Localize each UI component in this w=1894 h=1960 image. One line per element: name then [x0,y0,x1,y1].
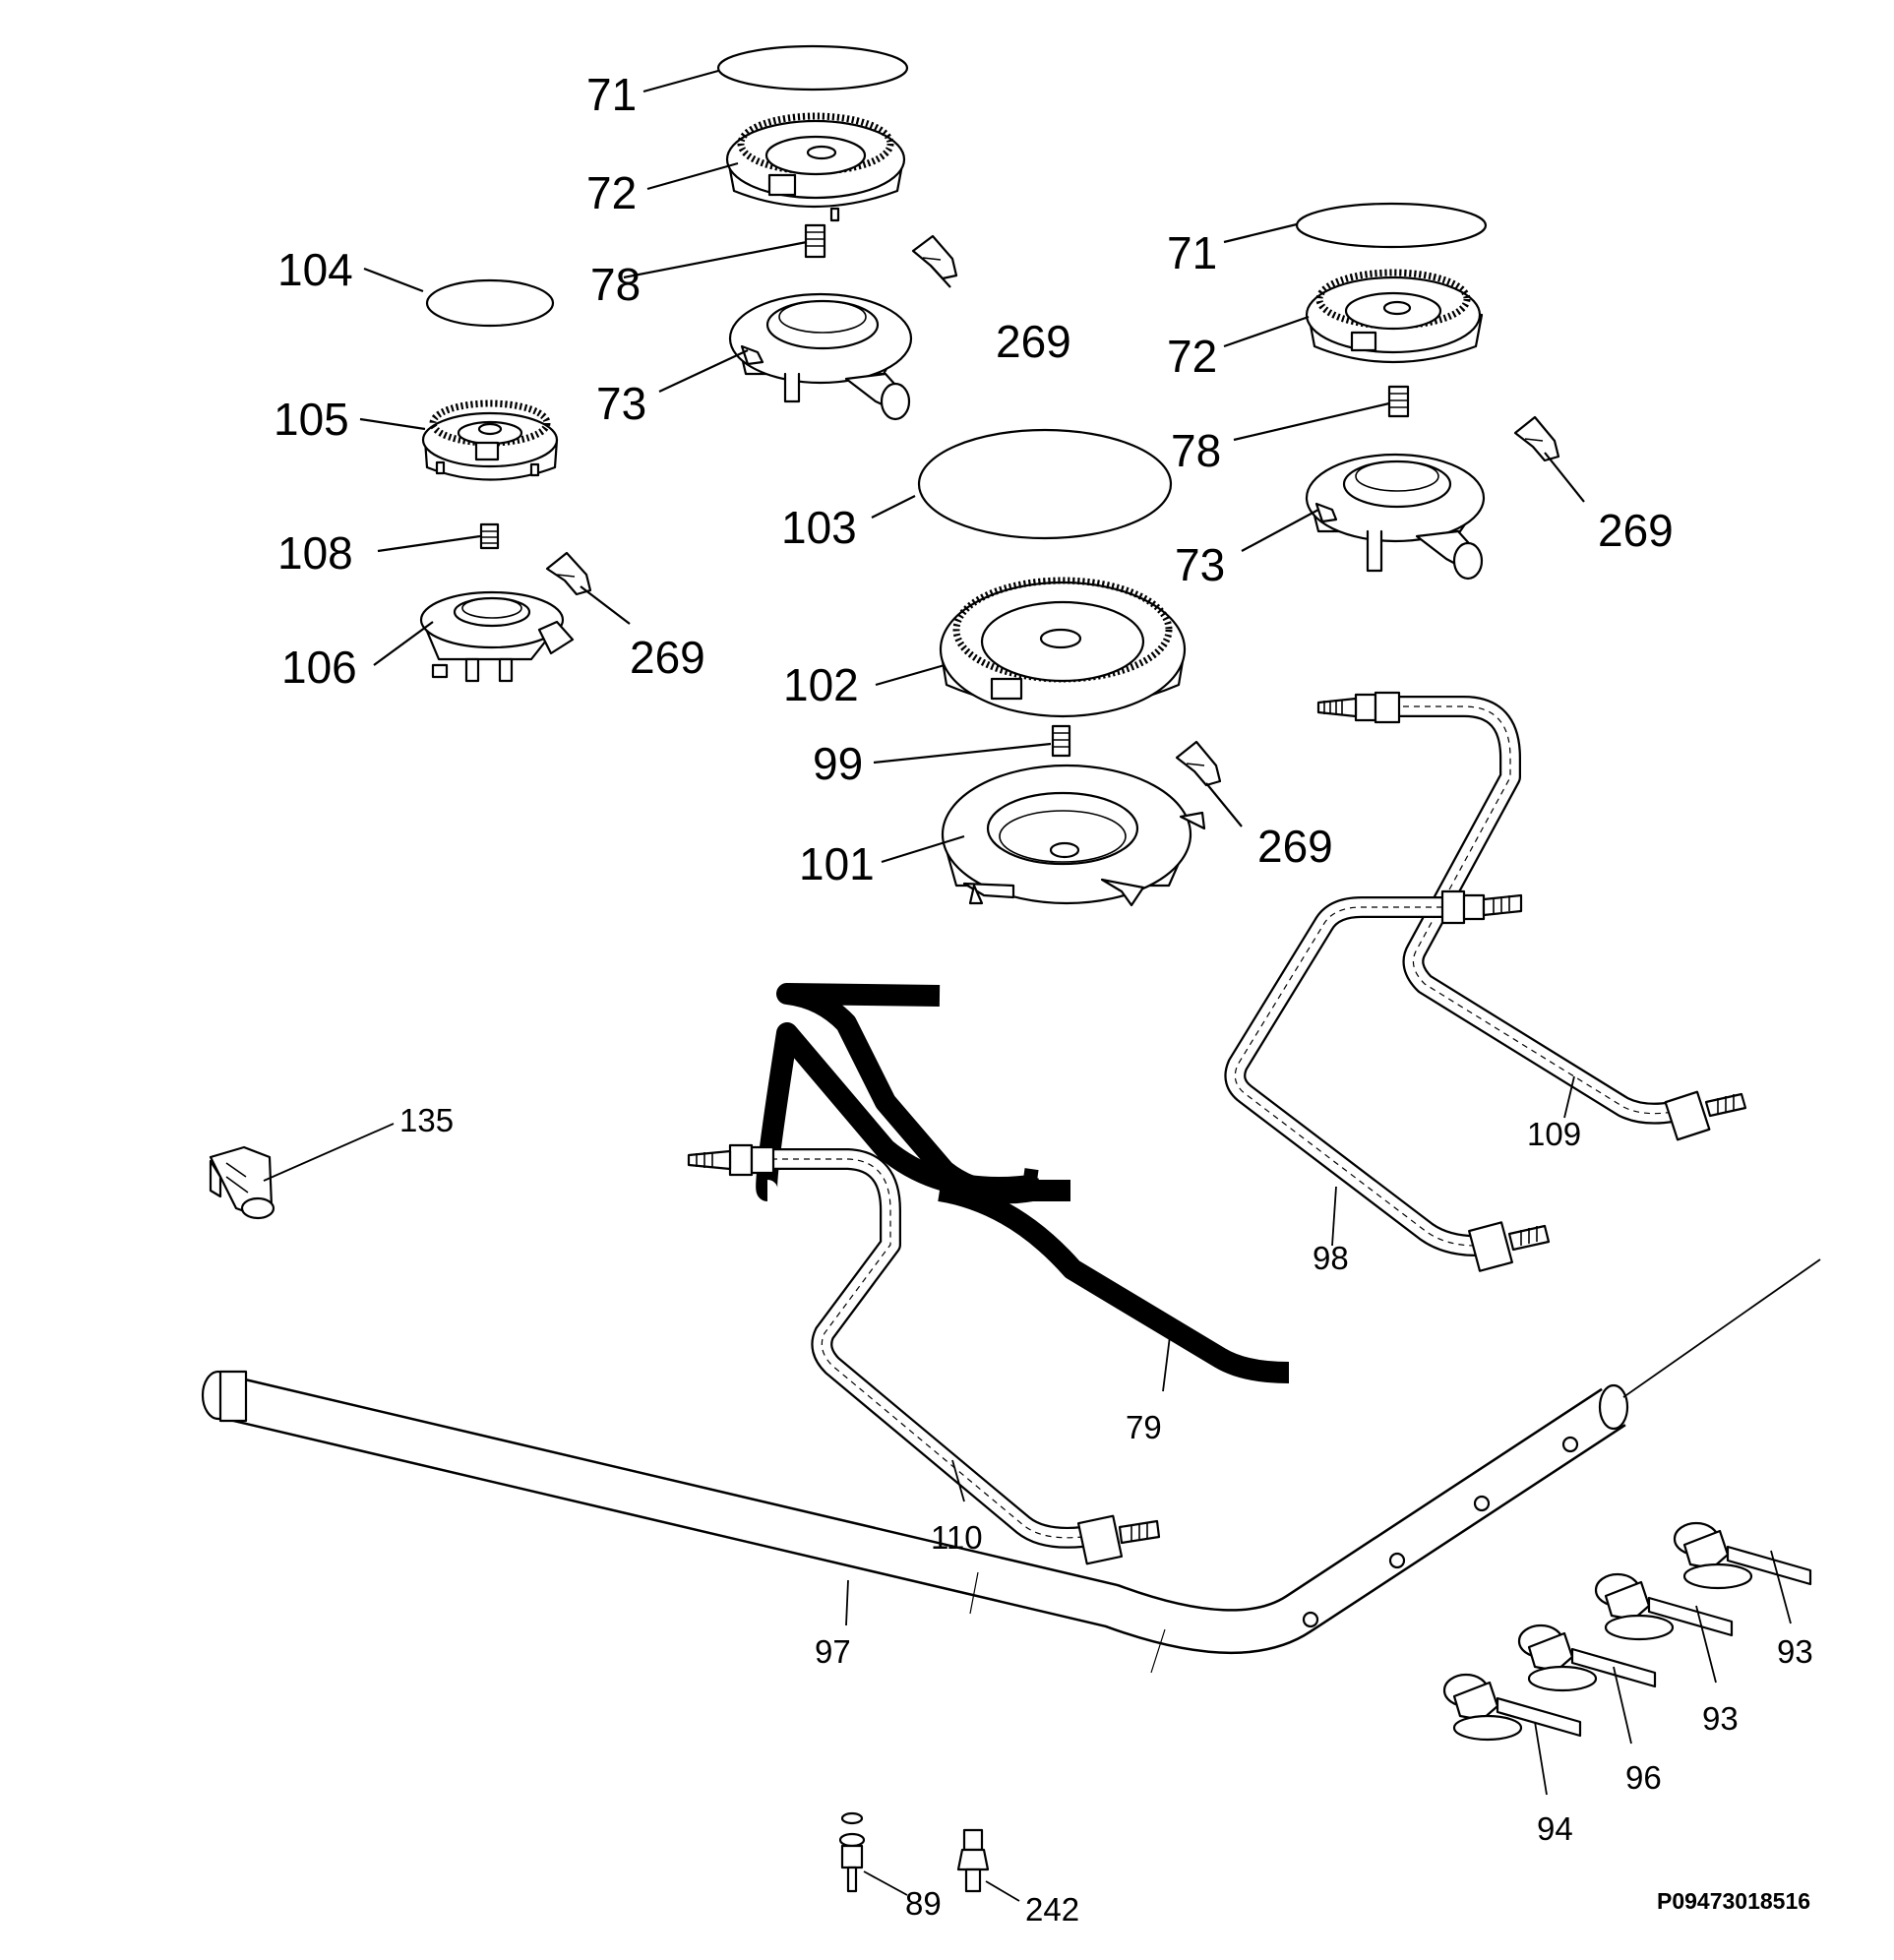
label-269-c: 269 [630,632,705,683]
label-106: 106 [281,642,357,693]
label-93-b: 93 [1702,1700,1739,1737]
burner-base-73-left [728,292,913,421]
label-269-b: 269 [1598,505,1674,556]
label-71-right: 71 [1167,227,1217,278]
injector-78-left [804,223,826,259]
label-79: 79 [1126,1409,1162,1445]
label-72-right: 72 [1167,331,1217,382]
label-73-right: 73 [1175,539,1225,590]
label-105: 105 [274,394,349,445]
clip-269-a [911,234,958,280]
label-269-a: 269 [996,316,1071,367]
gas-rail-97 [201,1258,1821,1674]
label-242: 242 [1025,1891,1079,1928]
label-71-left: 71 [586,69,637,120]
label-104: 104 [277,244,353,295]
burner-cap-104 [425,278,555,328]
gas-valve-93-a [1673,1521,1812,1590]
label-89: 89 [905,1885,942,1922]
part-labels: 71 72 78 73 269 71 72 78 73 269 104 105 … [274,69,1813,1928]
label-73-left: 73 [596,378,646,429]
label-93-a: 93 [1777,1633,1813,1670]
label-99: 99 [813,738,863,789]
injector-99 [1051,724,1071,758]
gas-valve-94 [1442,1673,1582,1742]
leader-lines [263,69,1792,1902]
burner-crown-72-left [725,112,906,222]
label-101: 101 [799,838,875,889]
clip-269-c [545,551,592,596]
label-108: 108 [277,527,353,579]
label-135: 135 [399,1102,454,1138]
gas-tube-110 [687,1143,1161,1565]
burner-cap-103 [917,428,1173,540]
label-96: 96 [1625,1759,1662,1796]
fitting-242 [956,1828,990,1893]
burner-base-106 [419,590,575,683]
fitting-89 [838,1811,866,1893]
gas-tube-79-shape [938,1180,1290,1383]
injector-108 [479,522,500,550]
burner-crown-102 [939,577,1187,718]
reference-code: P09473018516 [1657,1888,1810,1914]
burner-crown-72-right [1305,269,1484,364]
burner-crown-105 [421,399,559,481]
label-72-left: 72 [586,167,637,218]
burner-cap-71-left [716,44,909,92]
injector-78-right [1387,385,1410,418]
label-103: 103 [781,502,857,553]
label-110: 110 [931,1519,983,1556]
label-94: 94 [1537,1810,1573,1847]
label-78-right: 78 [1171,425,1221,476]
burner-cap-71-right [1295,202,1488,249]
burner-base-101 [941,764,1206,907]
clip-269-d [1175,740,1222,787]
gas-tube-109 [1316,691,1747,1141]
label-269-d: 269 [1257,821,1333,872]
label-97: 97 [815,1633,851,1670]
gas-valve-96 [1517,1623,1657,1692]
gas-tube-98 [1224,889,1551,1272]
clip-269-b [1513,415,1560,462]
label-109: 109 [1527,1116,1581,1152]
gas-valve-93-b [1594,1572,1734,1641]
label-78-left: 78 [590,259,641,310]
label-102: 102 [783,659,859,710]
label-98: 98 [1313,1240,1349,1276]
fitting-135 [209,1145,275,1220]
burner-base-73-right [1305,453,1486,581]
